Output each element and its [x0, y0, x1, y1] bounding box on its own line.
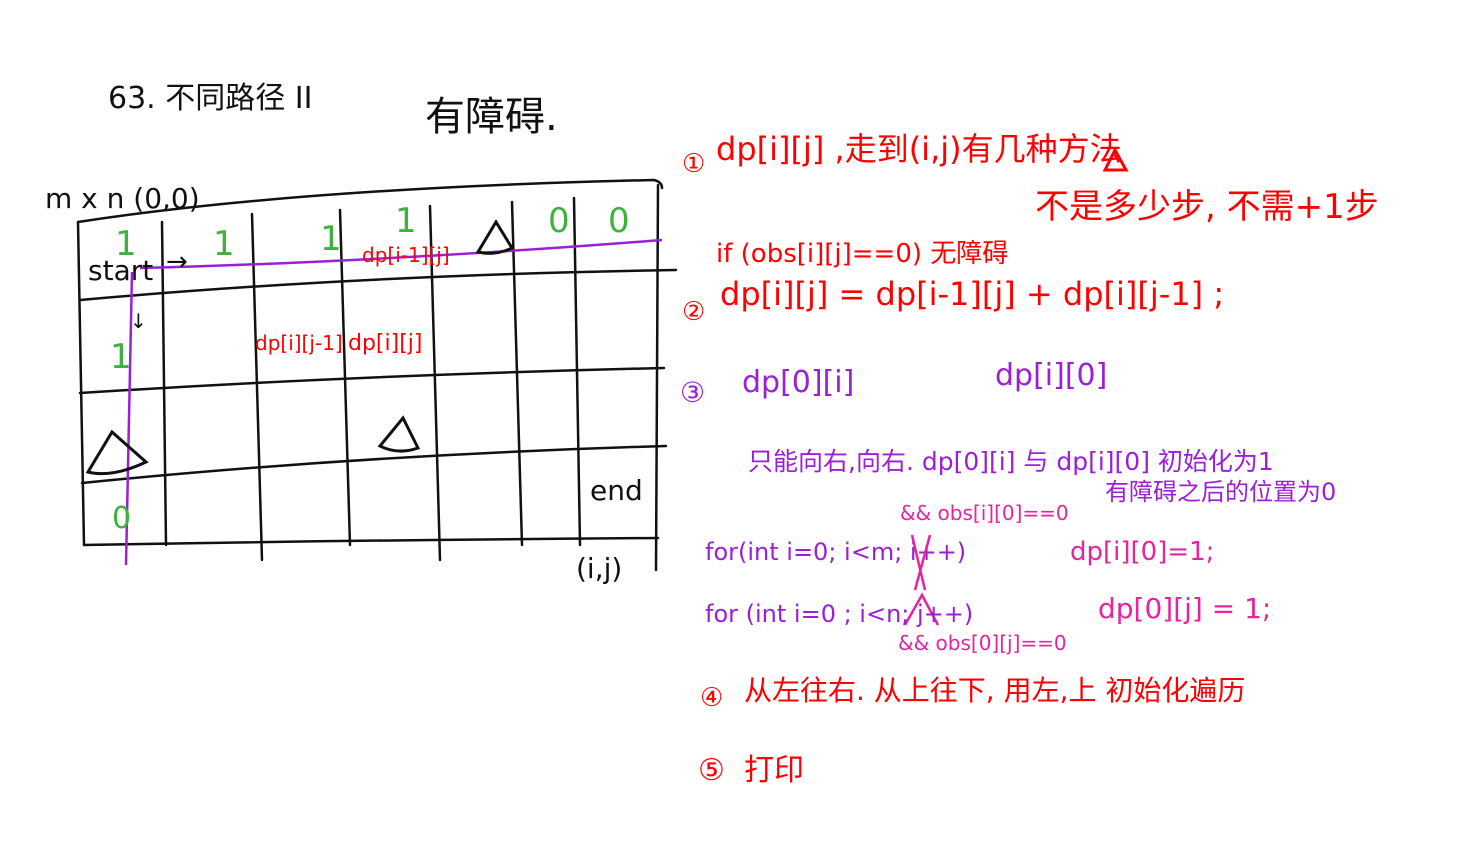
assign-row: dp[0][j] = 1;: [1098, 592, 1271, 625]
left-col-value: 0: [112, 501, 131, 536]
problem-subtitle: 有障碍.: [425, 94, 558, 140]
for-loop-2: for (int i=0 ; i<n; j++): [705, 600, 973, 628]
start-arrow: →: [166, 247, 188, 277]
grid-col-line-5: [510, 200, 524, 547]
grid-col-line-3: [338, 208, 352, 547]
condition-col: && obs[i][0]==0: [900, 501, 1069, 525]
step2-number: ②: [682, 297, 705, 327]
first-row-highlight: [139, 238, 663, 270]
cell-current-label: dp[i][j]: [348, 331, 423, 356]
first-col-highlight: [124, 271, 134, 566]
top-row-value: 0: [548, 201, 570, 241]
grid-top-border: [76, 178, 664, 224]
problem-title: 63. 不同路径 II: [108, 81, 312, 116]
step2-formula: dp[i][j] = dp[i-1][j] + dp[i][j-1] ;: [720, 275, 1224, 313]
corner-label: (i,j): [576, 552, 622, 585]
grid: [76, 178, 678, 572]
top-row-values: 1 1 1 1 0 0: [115, 201, 630, 264]
grid-row-line-3: [80, 444, 668, 485]
step4-number: ④: [700, 683, 723, 713]
obstacle-note-red: 不是多少步, 不需+1步: [1035, 187, 1379, 227]
grid-left-border: [76, 220, 86, 547]
step3-number: ③: [680, 376, 705, 409]
obstacle-icon: [377, 415, 421, 453]
down-arrow: ↓: [130, 309, 147, 333]
grid-row-line-1: [78, 268, 678, 302]
step3-dp-col: dp[i][0]: [995, 358, 1107, 393]
top-row-value: 1: [115, 224, 137, 264]
step5-text: 打印: [744, 753, 804, 788]
assign-col: dp[i][0]=1;: [1070, 537, 1214, 567]
end-label: end: [590, 474, 643, 507]
top-row-value: 0: [608, 201, 630, 241]
condition-row: && obs[0][j]==0: [898, 631, 1067, 655]
if-condition: if (obs[i][j]==0) 无障碍: [716, 239, 1008, 269]
top-row-value: 1: [213, 224, 235, 264]
obstacle-zero-note: 有障碍之后的位置为0: [1105, 478, 1336, 506]
grid-col-line-4: [428, 204, 442, 562]
grid-col-line-1: [160, 220, 168, 547]
step5-number: ⑤: [698, 753, 725, 788]
left-col-value: 1: [110, 337, 132, 377]
grid-right-border: [654, 183, 660, 572]
grid-col-line-2: [250, 212, 264, 562]
grid-col-line-6: [572, 196, 582, 547]
obstacle-icon: [85, 429, 149, 476]
step1-number: ①: [682, 149, 705, 179]
top-row-value: 1: [320, 219, 342, 259]
insert-mark: [903, 534, 940, 626]
step3-dp-row: dp[0][i]: [742, 365, 854, 400]
step4-text: 从左往右. 从上往下, 用左,上 初始化遍历: [744, 674, 1245, 707]
start-label: start: [88, 254, 153, 287]
init-explanation: 只能向右,向右. dp[0][i] 与 dp[i][0] 初始化为1: [748, 447, 1274, 476]
grid-bottom-border: [82, 536, 660, 547]
cell-up-label: dp[i-1][j]: [362, 243, 450, 267]
cell-left-label: dp[i][j-1]: [255, 331, 343, 355]
caret-mark: [1102, 146, 1129, 172]
top-row-value: 1: [395, 201, 417, 241]
grid-row-line-2: [78, 366, 666, 395]
step1-text: dp[i][j] ,走到(i,j)有几种方法: [716, 130, 1122, 168]
obstacle-icon: [475, 219, 515, 255]
